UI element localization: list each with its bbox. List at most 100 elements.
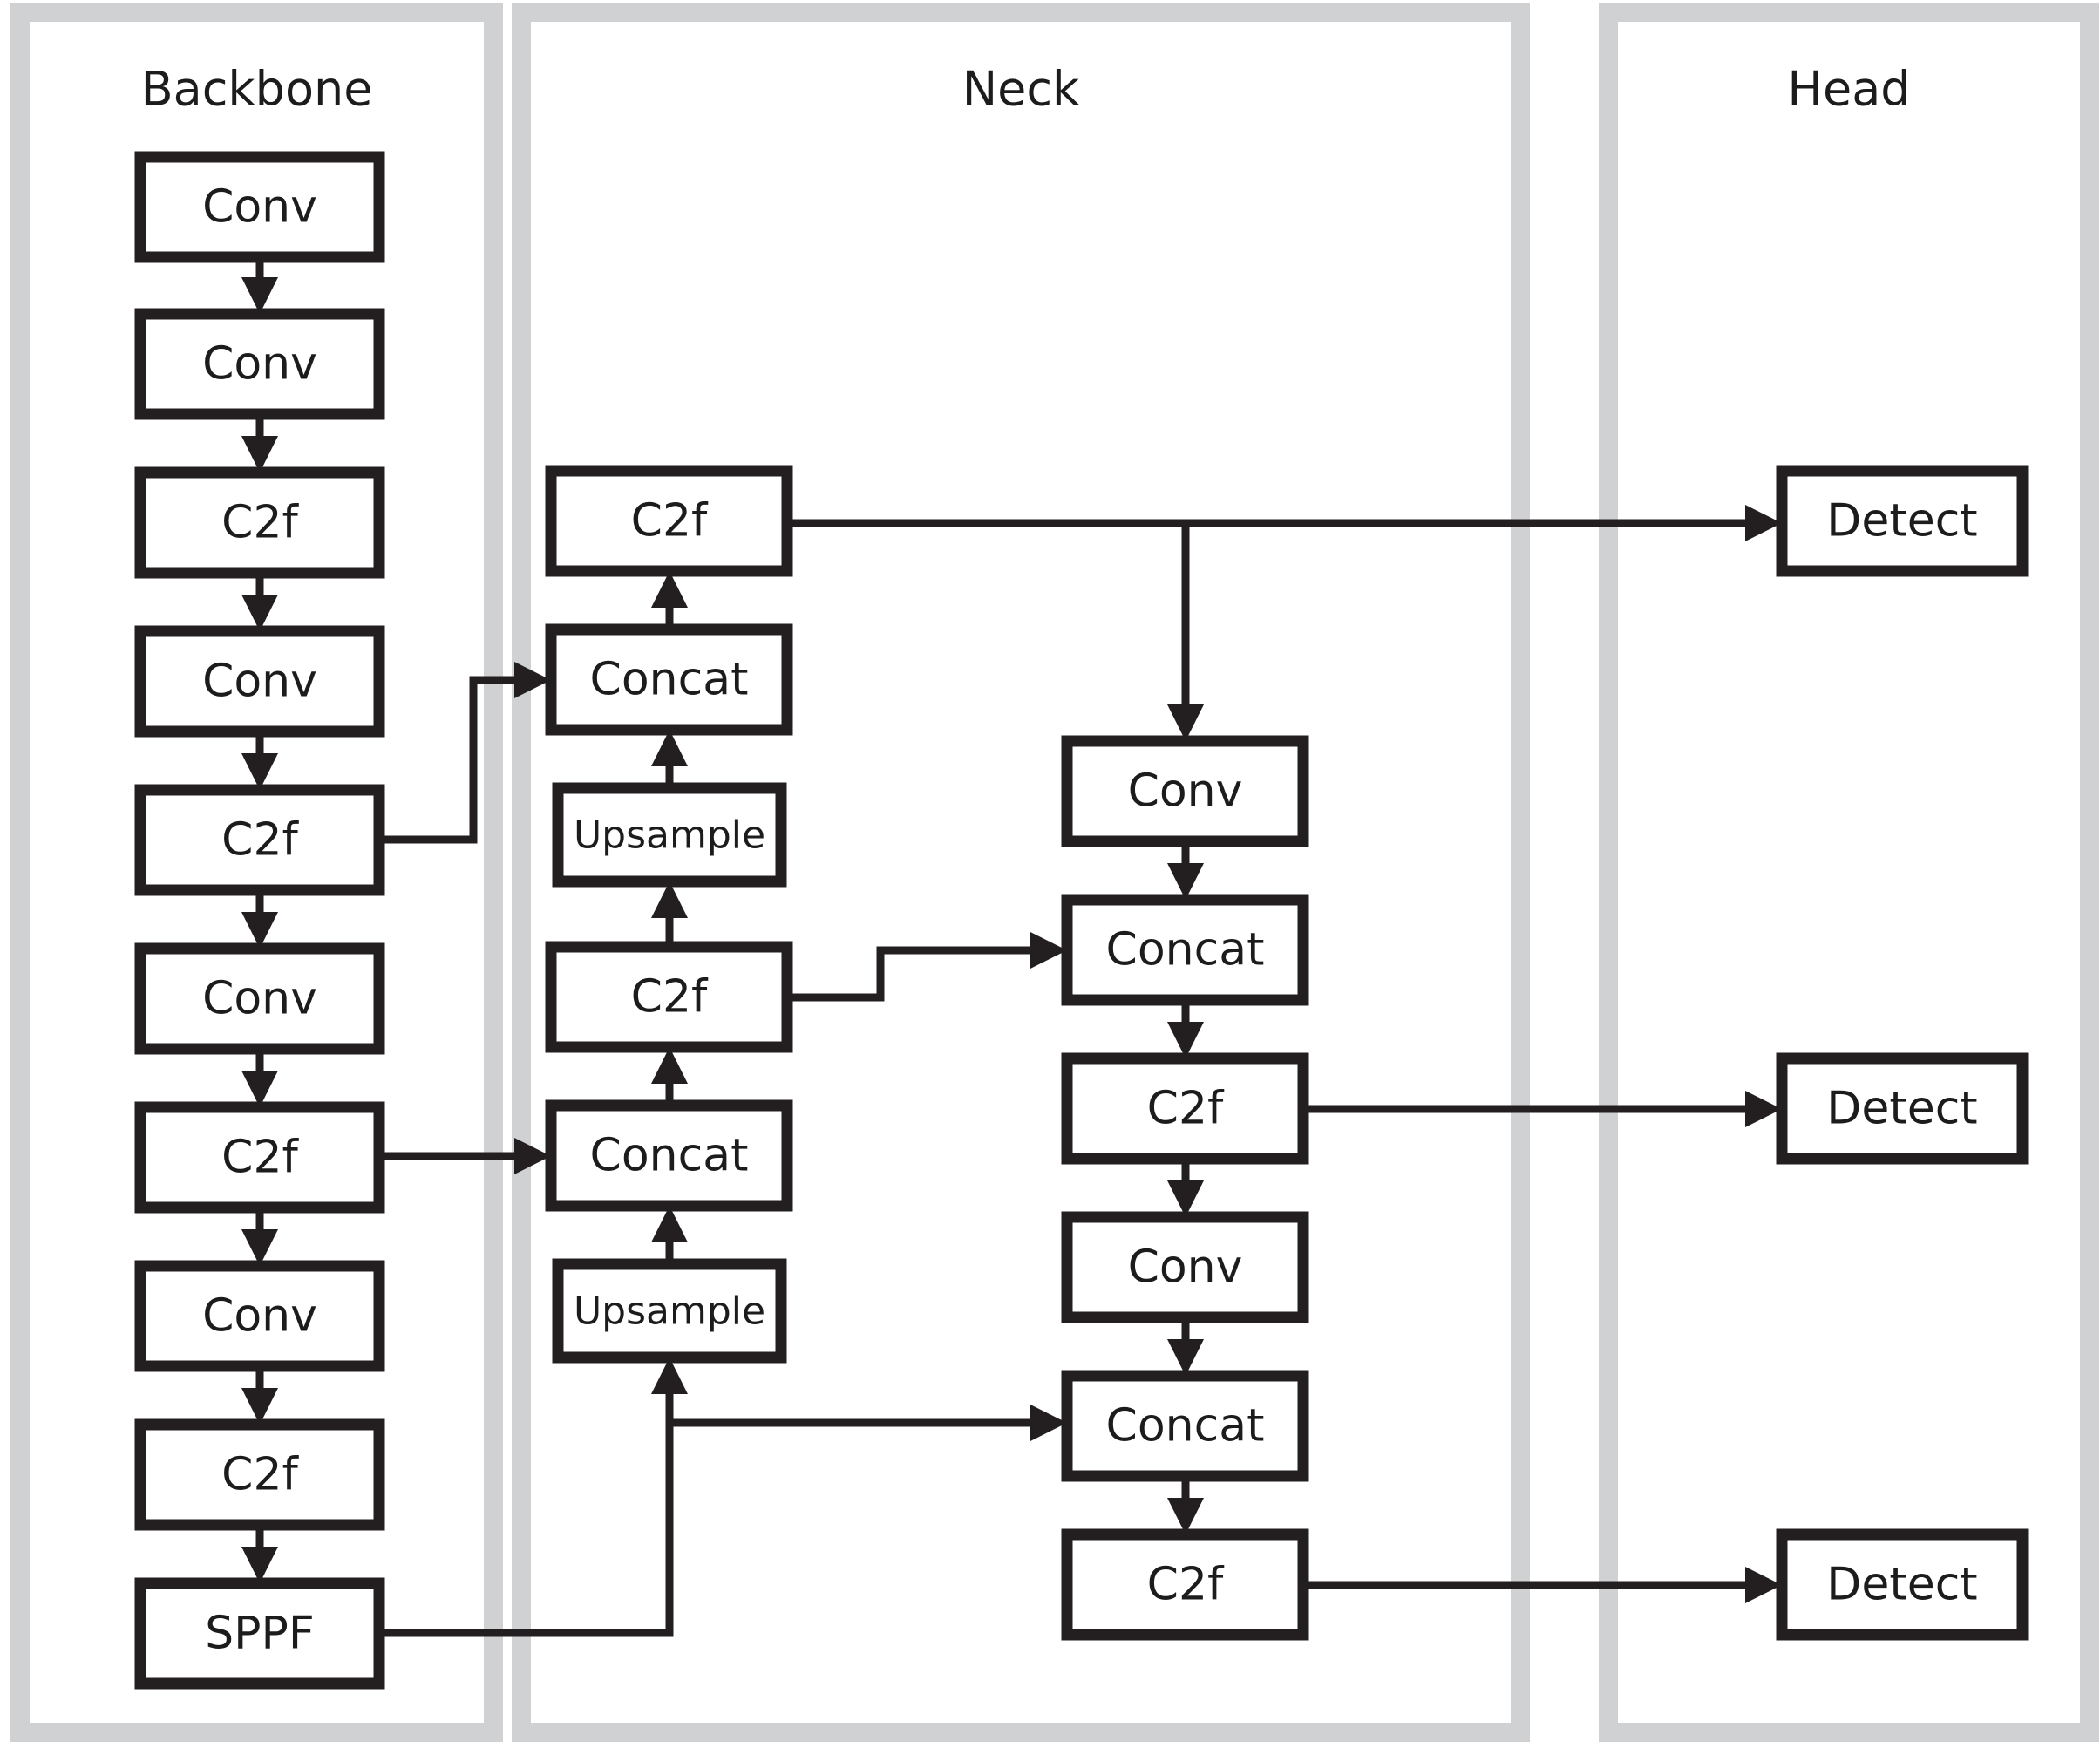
panel-title-head: Head — [1787, 62, 1910, 117]
arrowhead-icon-e_lat1 — [1030, 932, 1067, 969]
edge-e_nk3 — [651, 881, 688, 947]
panel-neck: Neck — [512, 3, 1530, 1742]
node-box-nk_conv_2[interactable] — [1061, 1211, 1309, 1323]
panel-backbone: Backbone — [10, 3, 503, 1742]
node-box-hd_det_3[interactable] — [1776, 1528, 2029, 1641]
node-box-bb_c2f3[interactable] — [134, 1101, 385, 1214]
arrowhead-icon-e_top_down — [1167, 704, 1204, 741]
panel-title-neck: Neck — [962, 62, 1080, 117]
node-label-nk_c2f_m: C2f — [631, 971, 709, 1024]
node-box-bb_sppf[interactable] — [134, 1577, 385, 1690]
panels-layer: Backbone Neck Head — [10, 3, 2099, 1742]
node-nk_c2f_m[interactable]: C2f — [545, 941, 793, 1053]
node-box-bb_c2f4[interactable] — [134, 1418, 385, 1531]
node-box-nk_up_b[interactable] — [552, 1258, 787, 1364]
node-nk_c2f_1[interactable]: C2f — [1061, 1052, 1309, 1165]
node-label-hd_det_1: Detect — [1826, 495, 1977, 548]
node-bb_conv3[interactable]: Conv — [134, 625, 385, 738]
edge-e_top_down — [1167, 523, 1204, 741]
node-nk_cat_2[interactable]: Concat — [1061, 1370, 1309, 1482]
node-box-bb_conv4[interactable] — [134, 942, 385, 1055]
node-nk_cat_1[interactable]: Concat — [1061, 894, 1309, 1006]
edge-e_nk4 — [651, 730, 688, 788]
node-nk_cat_b[interactable]: Concat — [545, 1099, 793, 1212]
node-box-nk_c2f_2[interactable] — [1061, 1528, 1309, 1641]
edge-e_mid_out — [1303, 1091, 1782, 1127]
node-box-hd_det_1[interactable] — [1776, 465, 2029, 577]
node-bb_conv4[interactable]: Conv — [134, 942, 385, 1055]
arrowhead-icon-e_nk4 — [651, 730, 688, 766]
arrowhead-icon-e_bb1 — [241, 277, 278, 314]
node-bb_c2f2[interactable]: C2f — [134, 784, 385, 896]
node-hd_det_3[interactable]: Detect — [1776, 1528, 2029, 1641]
arrowhead-icon-e_md3 — [1167, 1180, 1204, 1217]
node-box-bb_c2f2[interactable] — [134, 784, 385, 896]
arrowhead-icon-e_bb9 — [241, 1547, 278, 1583]
node-bb_c2f4[interactable]: C2f — [134, 1418, 385, 1531]
node-box-nk_up_t[interactable] — [552, 782, 787, 888]
node-nk_up_b[interactable]: Upsample — [552, 1258, 787, 1364]
arrowhead-icon-e_bb7 — [241, 1229, 278, 1266]
panel-head: Head — [1599, 3, 2099, 1742]
node-label-nk_cat_b: Concat — [590, 1130, 749, 1182]
node-nk_conv_1[interactable]: Conv — [1061, 735, 1309, 847]
panel-border-backbone — [10, 3, 503, 1742]
edge-e_skip1 — [379, 662, 551, 844]
node-label-hd_det_3: Detect — [1826, 1559, 1977, 1611]
panel-border-head — [1599, 3, 2099, 1742]
node-bb_conv1[interactable]: Conv — [134, 151, 385, 263]
edge-e_nk1 — [651, 1206, 688, 1264]
node-label-bb_conv4: Conv — [202, 973, 317, 1025]
arrowhead-icon-e_skip3 — [651, 1357, 688, 1394]
edge-e_md1 — [1167, 841, 1204, 900]
node-box-bb_c2f1[interactable] — [134, 466, 385, 579]
node-box-nk_cat_1[interactable] — [1061, 894, 1309, 1006]
arrowhead-icon-e_bb6 — [241, 1071, 278, 1107]
edge-line-e_lat1 — [787, 946, 1039, 1002]
edge-e_lat1 — [787, 932, 1067, 1002]
node-box-nk_cat_2[interactable] — [1061, 1370, 1309, 1482]
node-bb_c2f3[interactable]: C2f — [134, 1101, 385, 1214]
arrowhead-icon-e_nk5 — [651, 571, 688, 608]
node-bb_c2f1[interactable]: C2f — [134, 466, 385, 579]
node-box-nk_cat_b[interactable] — [545, 1099, 793, 1212]
node-box-bb_conv2[interactable] — [134, 308, 385, 420]
arrowhead-icon-e_bb3 — [241, 595, 278, 631]
arrowhead-icon-e_nk3 — [651, 881, 688, 918]
node-label-nk_cat_2: Concat — [1106, 1400, 1265, 1452]
node-label-bb_conv5: Conv — [202, 1290, 317, 1343]
node-nk_conv_2[interactable]: Conv — [1061, 1211, 1309, 1323]
node-bb_conv2[interactable]: Conv — [134, 308, 385, 420]
node-nk_c2f_t[interactable]: C2f — [545, 465, 793, 577]
edge-line-e_skip1 — [379, 676, 523, 844]
node-box-nk_c2f_m[interactable] — [545, 941, 793, 1053]
node-bb_sppf[interactable]: SPPF — [134, 1577, 385, 1690]
node-box-nk_c2f_t[interactable] — [545, 465, 793, 577]
arrowhead-icon-e_md4 — [1167, 1339, 1204, 1376]
node-nk_c2f_2[interactable]: C2f — [1061, 1528, 1309, 1641]
node-box-nk_cat_t[interactable] — [545, 623, 793, 736]
node-bb_conv5[interactable]: Conv — [134, 1260, 385, 1372]
node-hd_det_2[interactable]: Detect — [1776, 1052, 2029, 1165]
node-box-bb_conv3[interactable] — [134, 625, 385, 738]
node-box-bb_conv1[interactable] — [134, 151, 385, 263]
node-hd_det_1[interactable]: Detect — [1776, 465, 2029, 577]
edge-e_bb8 — [241, 1366, 278, 1425]
node-nk_cat_t[interactable]: Concat — [545, 623, 793, 736]
arrowhead-icon-e_bb4 — [241, 753, 278, 790]
panel-title-backbone: Backbone — [141, 62, 373, 117]
node-box-nk_conv_1[interactable] — [1061, 735, 1309, 847]
edge-e_bb4 — [241, 731, 278, 790]
node-box-bb_conv5[interactable] — [134, 1260, 385, 1372]
edge-e_bb5 — [241, 890, 278, 949]
node-box-hd_det_2[interactable] — [1776, 1052, 2029, 1165]
node-label-nk_conv_2: Conv — [1128, 1242, 1243, 1294]
edge-e_bb6 — [241, 1049, 278, 1107]
edge-e_bb2 — [241, 414, 278, 473]
node-label-nk_up_b: Upsample — [574, 1289, 765, 1334]
node-nk_up_t[interactable]: Upsample — [552, 782, 787, 888]
node-box-nk_c2f_1[interactable] — [1061, 1052, 1309, 1165]
node-label-nk_cat_1: Concat — [1106, 924, 1265, 976]
